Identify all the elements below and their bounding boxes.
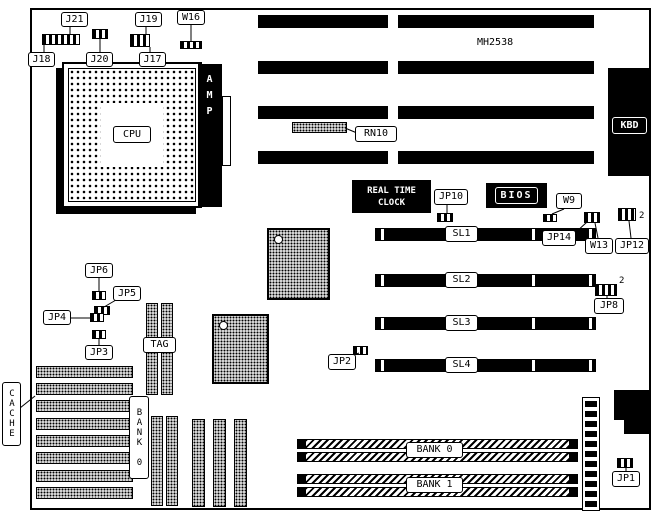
rn10-label: RN10 bbox=[355, 126, 397, 142]
jp8-pin2-annotation: 2 bbox=[619, 276, 625, 286]
cache-sram-chip bbox=[36, 383, 133, 395]
amp-label: AMP bbox=[204, 74, 215, 122]
isa-slot-4-long bbox=[398, 151, 594, 164]
cache-sram-chip bbox=[36, 400, 133, 412]
jp12-jumper bbox=[618, 208, 636, 221]
jp2-label: JP2 bbox=[328, 354, 356, 370]
jp8-jumper bbox=[595, 284, 617, 296]
cache-sram-chip bbox=[234, 419, 247, 507]
cpu-label: CPU bbox=[113, 126, 151, 143]
j17-label: J17 bbox=[139, 52, 166, 67]
j20-label: J20 bbox=[86, 52, 113, 67]
sl3-slot bbox=[375, 317, 596, 330]
j20-header bbox=[92, 29, 108, 39]
jp10-jumper bbox=[437, 213, 453, 222]
j19-j17-header bbox=[130, 34, 150, 47]
cache-sram-chip bbox=[36, 452, 133, 464]
isa-slot-3-short bbox=[258, 106, 388, 119]
cache-sram-chip bbox=[36, 487, 133, 499]
j21-j18-header bbox=[42, 34, 80, 45]
jp12-label: JP12 bbox=[615, 238, 649, 254]
jp8-label: JP8 bbox=[594, 298, 624, 314]
j21-label: J21 bbox=[61, 12, 88, 27]
j19-label: J19 bbox=[135, 12, 162, 27]
w9-jumper bbox=[543, 214, 557, 222]
w16-label: W16 bbox=[177, 10, 205, 25]
jp4-label: JP4 bbox=[43, 310, 71, 325]
jp4-jumper bbox=[90, 313, 104, 322]
jp6-jumper bbox=[92, 291, 106, 300]
power-socket bbox=[614, 390, 651, 420]
sl2-label: SL2 bbox=[445, 272, 478, 288]
sl4-label: SL4 bbox=[445, 357, 478, 373]
jp3-jumper bbox=[92, 330, 106, 339]
amp-side-bar bbox=[222, 96, 231, 166]
sl1-slot bbox=[375, 228, 596, 241]
jp14-w13-jumper bbox=[584, 212, 600, 223]
bank0-vertical-label: BANK 0 bbox=[129, 396, 149, 479]
jp1-label: JP1 bbox=[612, 471, 640, 487]
jp2-jumper bbox=[353, 346, 368, 355]
cache-sram-chip bbox=[192, 419, 205, 507]
j18-label: J18 bbox=[28, 52, 55, 67]
cache-sram-chip bbox=[36, 366, 133, 378]
rtc-label-line2: CLOCK bbox=[377, 198, 406, 208]
sl1-label: SL1 bbox=[445, 226, 478, 242]
jp1-jumper bbox=[617, 458, 633, 468]
w9-label: W9 bbox=[556, 193, 582, 209]
isa-slot-4-short bbox=[258, 151, 388, 164]
isa-slot-3-long bbox=[398, 106, 594, 119]
kbd-label: KBD bbox=[612, 117, 647, 134]
bios-label: BIOS bbox=[495, 187, 538, 204]
isa-slot-1-long bbox=[398, 15, 594, 28]
rn10-resistor-network bbox=[292, 122, 347, 133]
cache-sram-chip bbox=[213, 419, 226, 507]
cache-sram-chip bbox=[166, 416, 178, 506]
qfp-chip-1 bbox=[267, 228, 330, 300]
w16-jumper bbox=[180, 41, 202, 49]
power-connector bbox=[582, 397, 600, 511]
sl2-slot bbox=[375, 274, 596, 287]
cache-label: CACHE bbox=[2, 382, 21, 446]
jp12-pin2-annotation: 2 bbox=[639, 211, 645, 221]
rtc-chip: REAL TIME CLOCK bbox=[352, 180, 431, 213]
cache-sram-chip bbox=[36, 435, 133, 447]
isa-slot-1-short bbox=[258, 15, 388, 28]
power-socket-step bbox=[624, 418, 651, 434]
amp-regulator: AMP bbox=[198, 64, 222, 207]
isa-slot-2-long bbox=[398, 61, 594, 74]
jp5-label: JP5 bbox=[113, 286, 141, 301]
jp14-label: JP14 bbox=[542, 230, 576, 246]
qfp-chip-2 bbox=[212, 314, 269, 384]
cache-sram-chip bbox=[36, 470, 133, 482]
cache-sram-chip bbox=[36, 418, 133, 430]
jp3-label: JP3 bbox=[85, 345, 113, 360]
cache-sram-chip bbox=[151, 416, 163, 506]
part-number: MH2538 bbox=[477, 37, 514, 48]
tag-label: TAG bbox=[143, 337, 176, 353]
rtc-label-line1: REAL TIME bbox=[367, 186, 416, 196]
bank1-label: BANK 1 bbox=[406, 477, 463, 493]
w13-label: W13 bbox=[585, 238, 613, 254]
isa-slot-2-short bbox=[258, 61, 388, 74]
jp6-label: JP6 bbox=[85, 263, 113, 278]
sl4-slot bbox=[375, 359, 596, 372]
sl3-label: SL3 bbox=[445, 315, 478, 331]
bank0-label: BANK 0 bbox=[406, 442, 463, 458]
jp10-label: JP10 bbox=[434, 189, 468, 205]
